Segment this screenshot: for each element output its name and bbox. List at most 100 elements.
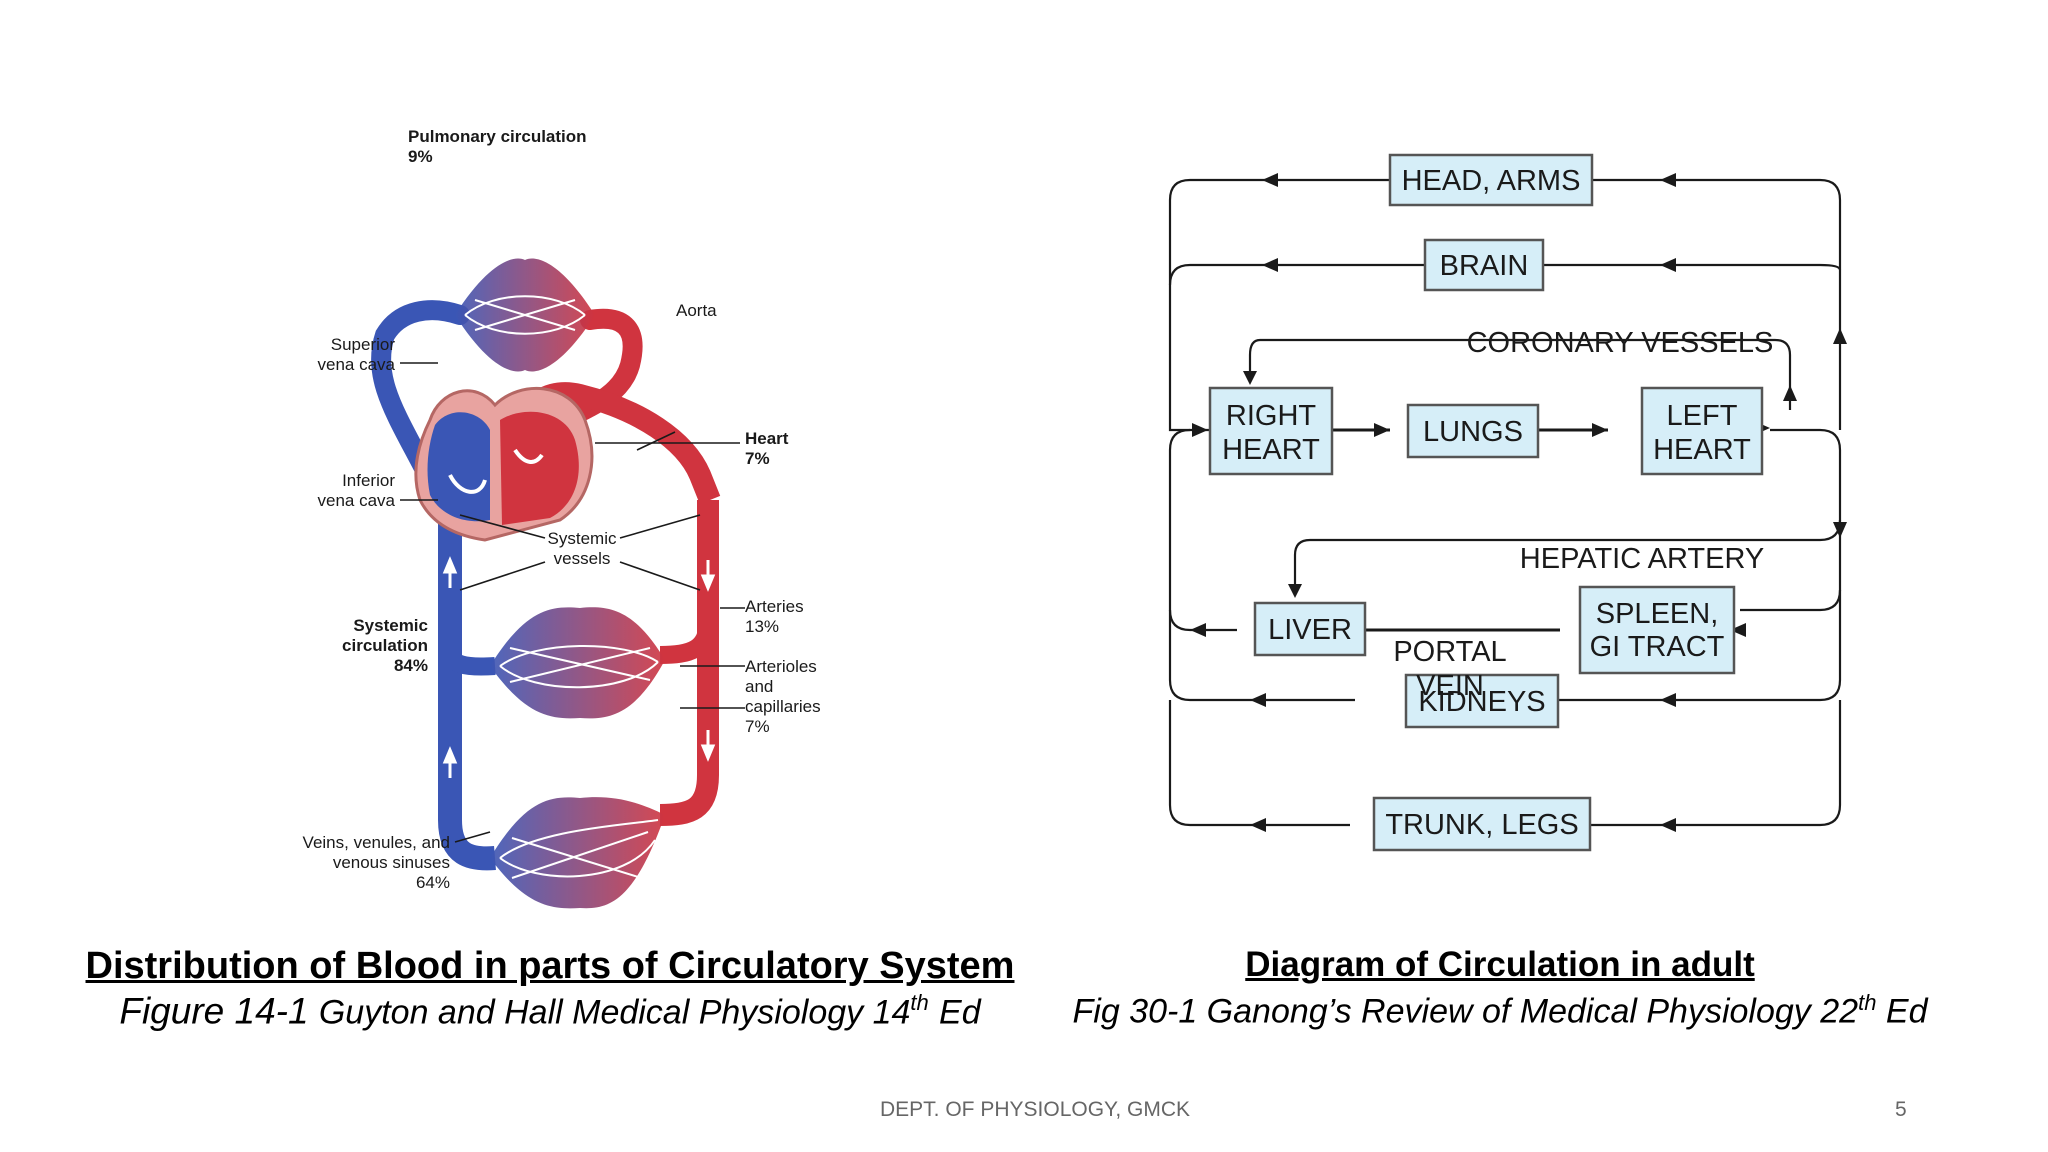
svg-text:HEART: HEART xyxy=(1222,434,1320,466)
up-arrow-icon xyxy=(1833,328,1847,344)
left-arrow-icon xyxy=(1660,818,1676,832)
ivc-label-1: Inferior xyxy=(342,471,395,490)
box-left-heart: LEFT HEART xyxy=(1640,386,1764,476)
heart-right-side xyxy=(427,412,490,522)
heart-left-side xyxy=(500,411,579,525)
box-lungs: LUNGS xyxy=(1406,403,1540,459)
right-caption-title: Diagram of Circulation in adult xyxy=(1245,945,1755,984)
svg-text:SPLEEN,: SPLEEN, xyxy=(1596,598,1719,630)
main-flow-lines xyxy=(1314,428,1608,632)
systemic-capillary-bed-lower xyxy=(490,797,665,909)
right-caption-source: Fig 30-1 Ganong’s Review of Medical Phys… xyxy=(1060,990,1940,1031)
arterioles-label-3: capillaries xyxy=(745,697,821,716)
systemic-circ-label-1: Systemic xyxy=(353,616,428,635)
arterioles-label-2: and xyxy=(745,677,773,696)
coronary-vessels-label: CORONARY VESSELS xyxy=(1467,327,1774,359)
portal-vein-label-1: PORTAL xyxy=(1393,636,1506,668)
systemic-artery-vessel xyxy=(659,500,719,826)
left-arrow-icon xyxy=(1660,258,1676,272)
heart-flow-arrow-left xyxy=(513,448,544,464)
heart-flow-arrow-right xyxy=(448,474,487,494)
aorta-label: Aorta xyxy=(676,301,717,320)
systemic-vessels-label-2: vessels xyxy=(554,549,611,568)
veins-label-2: venous sinuses xyxy=(333,853,450,872)
left-caption-src: Guyton and Hall Medical Physiology 14 xyxy=(318,993,911,1032)
left-arrow-icon xyxy=(1250,818,1266,832)
svc-label-2: vena cava xyxy=(318,355,396,374)
pulmonary-pct: 9% xyxy=(408,147,433,166)
svg-text:HEART: HEART xyxy=(1653,434,1751,466)
systemic-artery-branch-1 xyxy=(659,619,717,664)
left-caption-fig: Figure 14-1 xyxy=(119,990,309,1032)
ivc-label-2: vena cava xyxy=(318,491,396,510)
systemic-circ-label-2: circulation xyxy=(342,636,428,655)
left-arrow-icon xyxy=(1730,623,1746,637)
down-arrow-icon xyxy=(700,730,716,762)
venous-branch-1 xyxy=(441,648,496,676)
arterioles-label-1: Arterioles xyxy=(745,657,817,676)
heart-pct: 7% xyxy=(745,449,770,468)
right-caption-ed: Ed xyxy=(1885,992,1928,1031)
box-brain: BRAIN xyxy=(1423,238,1545,292)
svg-text:LIVER: LIVER xyxy=(1268,614,1352,646)
box-spleen-gi-tract: SPLEEN, GI TRACT xyxy=(1578,585,1736,675)
portal-vein-label-2: VEIN xyxy=(1416,670,1484,702)
left-caption-source: Figure 14-1 Guyton and Hall Medical Phys… xyxy=(60,990,1040,1032)
svg-text:HEAD, ARMS: HEAD, ARMS xyxy=(1402,165,1581,197)
left-arrow-icon xyxy=(1660,173,1676,187)
down-arrow-icon xyxy=(700,560,716,592)
pulmonary-artery-vessel xyxy=(371,300,470,490)
box-kidneys: KIDNEYS xyxy=(1404,673,1560,729)
left-caption-ed: Ed xyxy=(939,993,981,1032)
footer-dept: DEPT. OF PHYSIOLOGY, GMCK xyxy=(880,1098,1191,1121)
arteries-label: Arteries xyxy=(745,597,804,616)
up-arrow-icon xyxy=(442,746,458,778)
hepatic-artery-label: HEPATIC ARTERY xyxy=(1520,543,1764,575)
left-caption-sup: th xyxy=(910,990,929,1015)
left-arrow-icon xyxy=(1262,258,1278,272)
up-arrow-icon xyxy=(1783,385,1797,401)
heart-label: Heart xyxy=(745,429,789,448)
blood-distribution-figure: Pulmonary circulation 9% Aorta Superior … xyxy=(280,120,860,920)
right-caption-src: Fig 30-1 Ganong’s Review of Medical Phys… xyxy=(1072,992,1859,1031)
blood-distribution-diagram: Pulmonary circulation 9% Aorta Superior … xyxy=(303,127,821,909)
svg-text:BRAIN: BRAIN xyxy=(1440,250,1529,282)
pulmonary-label: Pulmonary circulation xyxy=(408,127,587,146)
svg-text:TRUNK, LEGS: TRUNK, LEGS xyxy=(1385,809,1578,841)
left-arrow-icon xyxy=(1190,623,1206,637)
down-arrow-icon xyxy=(1833,522,1847,538)
circulation-flow-figure: HEAD, ARMS BRAIN RIGHT HEART LUNGS LEFT … xyxy=(1150,140,1870,880)
svg-text:LEFT: LEFT xyxy=(1667,400,1738,432)
pulmonary-capillary-bed xyxy=(455,258,595,372)
svg-text:KIDNEYS: KIDNEYS xyxy=(1418,686,1545,718)
up-arrow-icon xyxy=(442,556,458,588)
right-arrow-icon xyxy=(1192,423,1208,437)
left-arrow-icon xyxy=(1250,693,1266,707)
right-arrow-icon xyxy=(1592,423,1608,437)
systemic-vessels-label-1: Systemic xyxy=(548,529,617,548)
down-arrow-icon xyxy=(1243,371,1257,385)
arteries-pct: 13% xyxy=(745,617,779,636)
box-head-arms: HEAD, ARMS xyxy=(1388,153,1594,207)
circulation-flow-diagram: HEAD, ARMS BRAIN RIGHT HEART LUNGS LEFT … xyxy=(1168,153,1847,852)
vena-cava-vessel xyxy=(438,450,496,871)
systemic-circ-pct: 84% xyxy=(394,656,428,675)
arterioles-pct: 7% xyxy=(745,717,770,736)
svg-text:LUNGS: LUNGS xyxy=(1423,416,1523,448)
box-liver: LIVER xyxy=(1253,601,1367,657)
svg-text:GI TRACT: GI TRACT xyxy=(1590,631,1725,663)
svc-label-1: Superior xyxy=(331,335,396,354)
box-right-heart: RIGHT HEART xyxy=(1208,386,1334,476)
leader-lines xyxy=(400,362,745,843)
veins-pct: 64% xyxy=(416,873,450,892)
left-caption-title: Distribution of Blood in parts of Circul… xyxy=(85,945,1015,987)
left-arrow-icon xyxy=(1262,173,1278,187)
svg-text:RIGHT: RIGHT xyxy=(1226,400,1317,432)
box-trunk-legs: TRUNK, LEGS xyxy=(1372,796,1592,852)
right-caption-sup: th xyxy=(1858,990,1877,1015)
right-arrow-icon xyxy=(1374,423,1390,437)
down-arrow-icon xyxy=(1288,584,1302,598)
systemic-capillary-bed-upper xyxy=(490,607,665,719)
left-arrow-icon xyxy=(1660,693,1676,707)
page-number: 5 xyxy=(1895,1098,1907,1121)
